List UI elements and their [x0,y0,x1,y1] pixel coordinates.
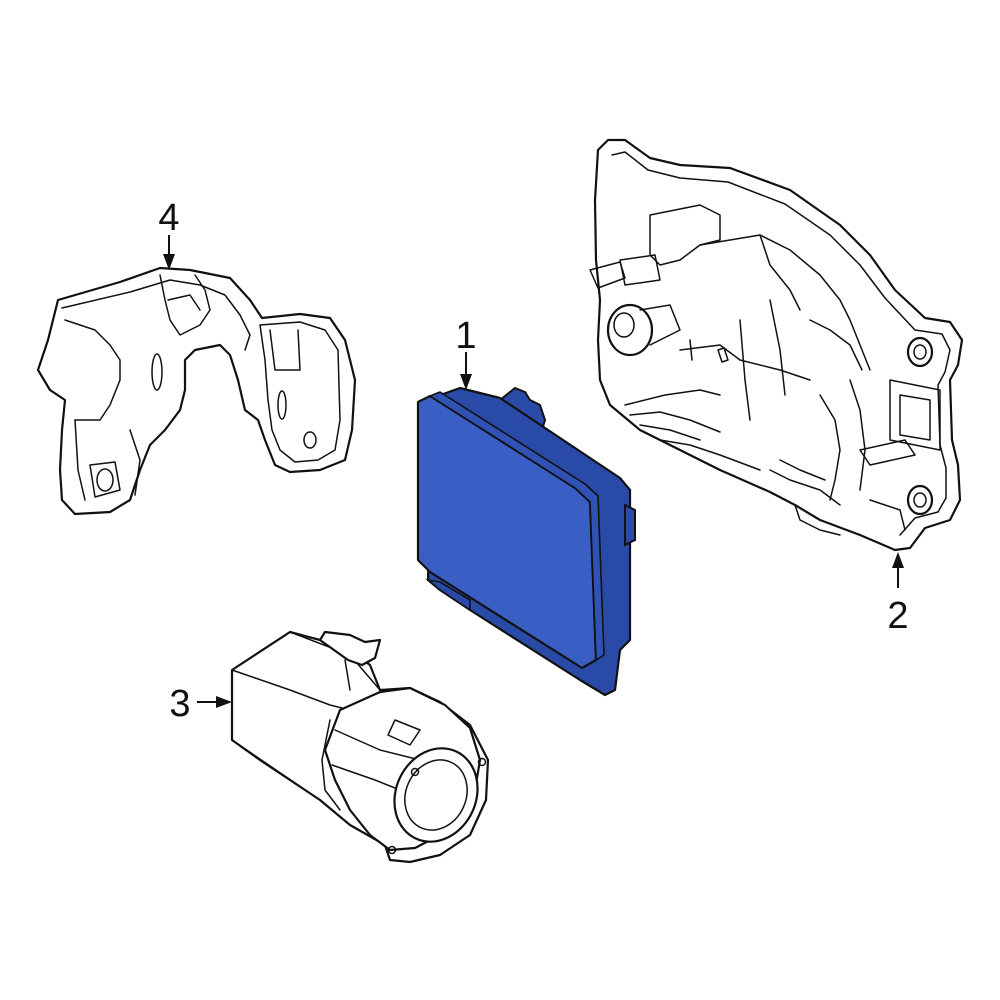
arrowhead-2 [892,552,904,568]
module-face-bevel [429,391,605,661]
arrowhead-1 [460,374,472,390]
module-bottom-lip [425,578,471,612]
part-1-module[interactable] [416,386,636,697]
part-4-cover[interactable] [36,266,357,516]
module-side-tab [624,503,636,547]
callout-3: 3 [169,683,190,725]
callout-leaders [163,235,904,708]
part-2-bracket[interactable] [589,138,964,552]
arrowhead-3 [216,696,232,708]
part-3-camera[interactable] [230,630,493,864]
callout-2: 2 [887,595,908,637]
arrowhead-4 [163,254,175,270]
callout-4: 4 [158,197,179,239]
callout-1: 1 [455,315,476,357]
